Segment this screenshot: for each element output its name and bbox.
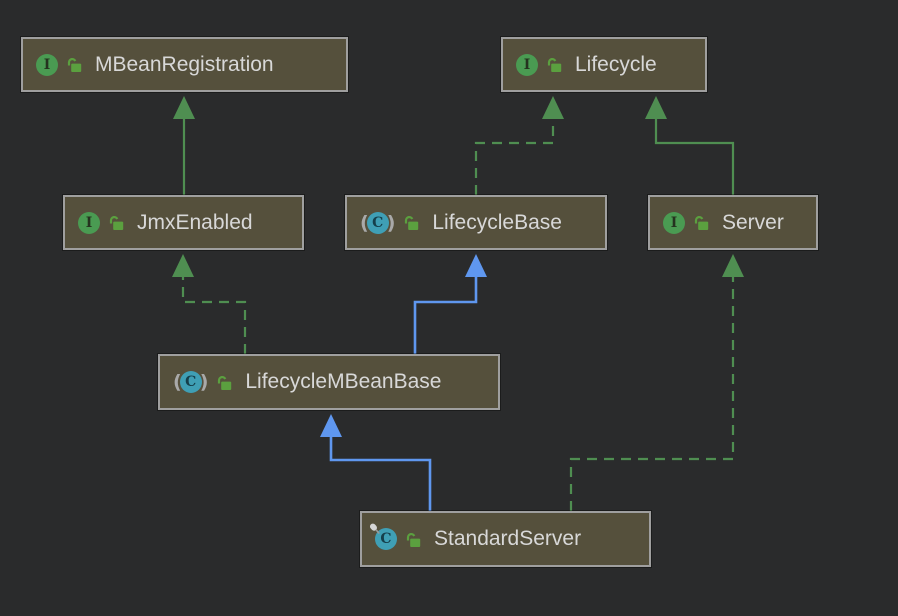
class-node-label: StandardServer <box>434 527 582 550</box>
public-unlocked-icon <box>546 56 563 73</box>
abstract-class-icon: (C) <box>173 371 208 393</box>
edge-arrowhead-jmxenabled-to-mbeanregistration <box>173 96 195 119</box>
class-node-label: Lifecycle <box>575 52 657 76</box>
class-node-mbeanregistration[interactable]: I MBeanRegistration <box>21 37 348 92</box>
icon-letter: C <box>366 211 389 234</box>
abstract-paren-icon: ) <box>386 211 396 234</box>
icon-letter: I <box>516 53 538 76</box>
public-unlocked-icon <box>693 214 710 231</box>
icon-letter: I <box>36 53 58 76</box>
class-node-standardserver[interactable]: C StandardServer <box>360 511 651 567</box>
public-unlocked-icon <box>108 214 125 231</box>
icon-letter: I <box>78 211 100 234</box>
edge-arrowhead-standardserver-to-lifecyclembeanbase <box>320 414 342 437</box>
class-node-lifecyclebase[interactable]: (C) LifecycleBase <box>345 195 607 250</box>
icon-letter: I <box>663 211 685 234</box>
public-unlocked-icon <box>403 214 420 231</box>
abstract-paren-icon: ) <box>199 371 209 393</box>
abstract-paren-icon: ( <box>173 371 182 393</box>
interface-icon: I <box>36 53 58 76</box>
class-node-server[interactable]: I Server <box>648 195 818 250</box>
edge-arrowhead-lifecyclebase-to-lifecycle <box>542 96 564 119</box>
abstract-paren-icon: ( <box>360 211 369 234</box>
class-node-lifecyclembeanbase[interactable]: (C) LifecycleMBeanBase <box>158 354 500 410</box>
class-node-lifecycle[interactable]: I Lifecycle <box>501 37 707 92</box>
edge-line-standardserver-to-lifecyclembeanbase <box>329 436 432 511</box>
class-node-label: LifecycleMBeanBase <box>245 370 442 393</box>
edge-arrowhead-server-to-lifecycle <box>645 96 667 119</box>
abstract-class-icon: (C) <box>360 211 396 234</box>
edge-arrowhead-lifecyclembeanbase-to-jmxenabled <box>172 254 194 277</box>
interface-icon: I <box>78 211 100 234</box>
edge-line-standardserver-to-server <box>569 276 735 511</box>
interface-icon: I <box>516 53 538 76</box>
edge-arrowhead-lifecyclembeanbase-to-lifecyclebase <box>465 254 487 277</box>
interface-icon: I <box>663 211 685 234</box>
icon-letter: C <box>179 371 202 393</box>
class-node-label: LifecycleBase <box>432 210 562 234</box>
public-unlocked-icon <box>216 374 233 391</box>
class-node-label: JmxEnabled <box>137 210 253 234</box>
edge-line-lifecyclembeanbase-to-jmxenabled <box>181 276 247 354</box>
class-node-label: MBeanRegistration <box>95 52 274 76</box>
class-icon: C <box>369 523 397 550</box>
public-unlocked-icon <box>66 56 83 73</box>
edge-line-lifecyclembeanbase-to-lifecyclebase <box>413 276 478 354</box>
class-node-jmxenabled[interactable]: I JmxEnabled <box>63 195 304 250</box>
icon-letter: C <box>375 528 397 550</box>
edge-line-server-to-lifecycle <box>654 118 735 195</box>
public-unlocked-icon <box>405 531 422 548</box>
edge-arrowhead-standardserver-to-server <box>722 254 744 277</box>
class-node-label: Server <box>722 210 784 234</box>
edge-line-lifecyclebase-to-lifecycle <box>474 118 555 195</box>
